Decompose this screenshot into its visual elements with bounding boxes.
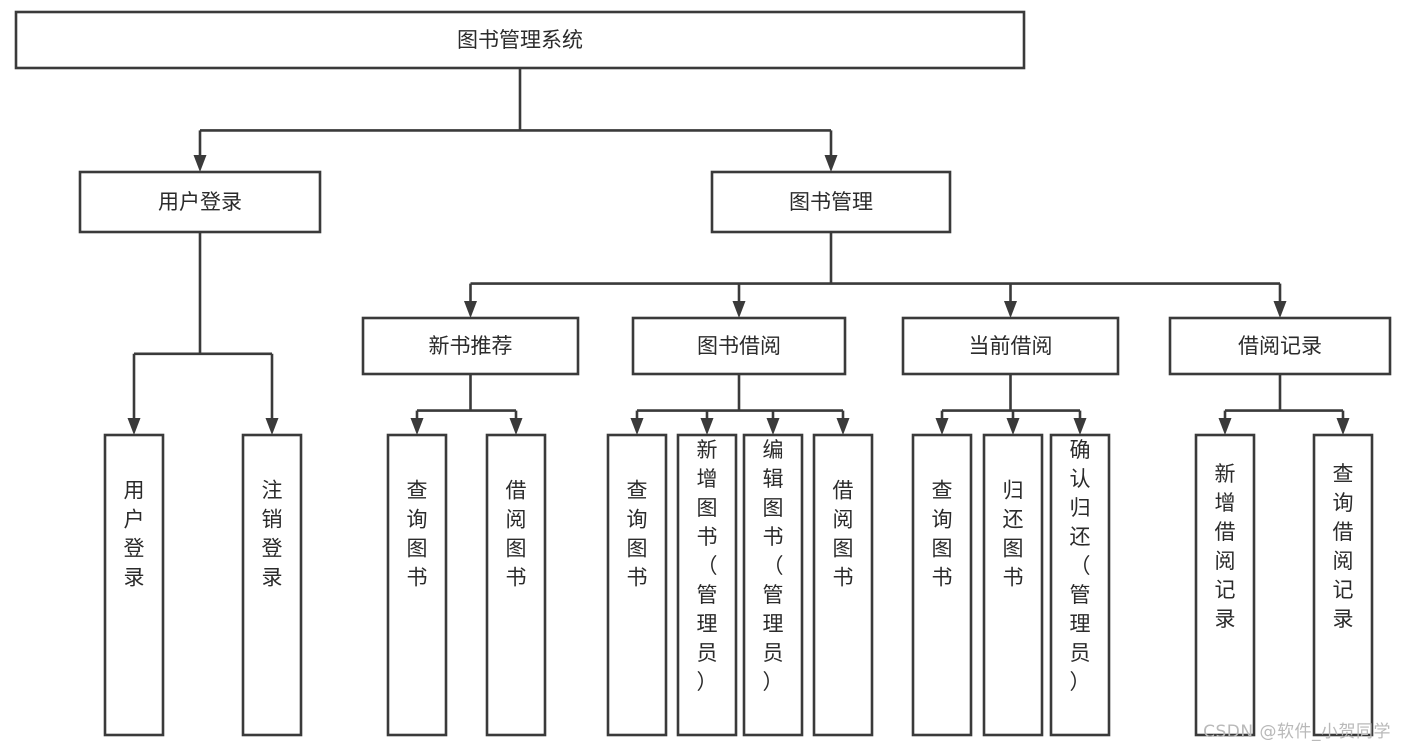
node-label: 借阅记录 — [1238, 334, 1322, 358]
arrow-head-icon — [1006, 418, 1020, 435]
node-box[interactable] — [982, 433, 1044, 737]
node-label: 新增图书（管理员） — [697, 438, 718, 694]
node-leaf-add-book[interactable]: 新增图书（管理员） — [676, 433, 738, 737]
arrow-head-icon — [1004, 301, 1017, 318]
node-box[interactable] — [78, 170, 322, 234]
node-box[interactable] — [631, 316, 847, 376]
arrow-head-icon — [464, 301, 477, 318]
node-box[interactable] — [606, 433, 668, 737]
arrow-head-icon — [766, 418, 780, 435]
node-box[interactable] — [1312, 433, 1374, 737]
node-box[interactable] — [901, 316, 1120, 376]
node-root[interactable]: 图书管理系统 — [14, 10, 1026, 70]
arrow-head-icon — [1273, 301, 1287, 318]
node-leaf-query-record[interactable]: 查询借阅记录 — [1312, 433, 1374, 737]
arrow-head-icon — [630, 418, 644, 435]
arrow-head-icon — [824, 155, 838, 172]
node-label: 新书推荐 — [429, 334, 513, 358]
node-label: 当前借阅 — [969, 334, 1053, 358]
node-label: 新增借阅记录 — [1215, 462, 1236, 631]
node-book-borrow[interactable]: 图书借阅 — [631, 316, 847, 376]
node-label: 查询图书 — [407, 478, 428, 589]
node-label: 查询图书 — [932, 478, 953, 589]
node-leaf-user-login[interactable]: 用户登录 — [103, 433, 165, 737]
node-borrow-record[interactable]: 借阅记录 — [1168, 316, 1392, 376]
node-current-borrow[interactable]: 当前借阅 — [901, 316, 1120, 376]
node-box[interactable] — [1168, 316, 1392, 376]
node-label: 图书管理 — [789, 190, 873, 214]
node-leaf-return-book[interactable]: 归还图书 — [982, 433, 1044, 737]
node-label: 归还图书 — [1003, 478, 1024, 589]
arrow-head-icon — [265, 418, 279, 435]
node-label: 借阅图书 — [833, 478, 854, 589]
node-box[interactable] — [14, 10, 1026, 70]
node-box[interactable] — [241, 433, 303, 737]
arrow-head-icon — [1073, 418, 1087, 435]
arrow-head-icon — [700, 418, 714, 435]
arrow-head-icon — [509, 418, 523, 435]
node-leaf-edit-book[interactable]: 编辑图书（管理员） — [742, 433, 804, 737]
node-label: 注销登录 — [262, 478, 283, 589]
node-user-login[interactable]: 用户登录 — [78, 170, 322, 234]
node-leaf-query-book-rec[interactable]: 查询图书 — [386, 433, 448, 737]
node-leaf-confirm-return[interactable]: 确认归还（管理员） — [1049, 433, 1111, 737]
arrow-head-icon — [935, 418, 949, 435]
node-box[interactable] — [103, 433, 165, 737]
nodes-layer: 图书管理系统用户登录图书管理新书推荐图书借阅当前借阅借阅记录用户登录注销登录查询… — [14, 10, 1392, 737]
node-box[interactable] — [1049, 433, 1111, 737]
arrow-head-icon — [127, 418, 141, 435]
node-label: 借阅图书 — [506, 478, 527, 589]
arrow-head-icon — [410, 418, 424, 435]
node-book-manage[interactable]: 图书管理 — [710, 170, 952, 234]
node-box[interactable] — [361, 316, 580, 376]
arrow-head-icon — [732, 301, 746, 318]
arrow-head-icon — [1218, 418, 1232, 435]
arrow-head-icon — [836, 418, 850, 435]
node-box[interactable] — [676, 433, 738, 737]
node-label: 查询图书 — [627, 478, 648, 589]
node-label: 查询借阅记录 — [1333, 462, 1354, 631]
node-leaf-borrow-book-rec[interactable]: 借阅图书 — [485, 433, 547, 737]
node-leaf-query-book-cur[interactable]: 查询图书 — [911, 433, 973, 737]
edges-layer — [127, 68, 1350, 435]
node-box[interactable] — [812, 433, 874, 737]
node-box[interactable] — [742, 433, 804, 737]
node-leaf-logout[interactable]: 注销登录 — [241, 433, 303, 737]
node-leaf-query-book-bor[interactable]: 查询图书 — [606, 433, 668, 737]
node-label: 图书管理系统 — [457, 28, 583, 52]
node-new-book-rec[interactable]: 新书推荐 — [361, 316, 580, 376]
arrow-head-icon — [1336, 418, 1350, 435]
node-leaf-add-record[interactable]: 新增借阅记录 — [1194, 433, 1256, 737]
node-box[interactable] — [710, 170, 952, 234]
node-label: 用户登录 — [158, 190, 242, 214]
node-box[interactable] — [386, 433, 448, 737]
arrow-head-icon — [193, 155, 207, 172]
node-label: 图书借阅 — [697, 334, 781, 358]
node-label: 编辑图书（管理员） — [763, 438, 784, 694]
node-label: 用户登录 — [124, 478, 145, 589]
node-box[interactable] — [911, 433, 973, 737]
node-box[interactable] — [485, 433, 547, 737]
node-label: 确认归还（管理员） — [1070, 438, 1091, 694]
node-box[interactable] — [1194, 433, 1256, 737]
node-leaf-borrow-book-bor[interactable]: 借阅图书 — [812, 433, 874, 737]
